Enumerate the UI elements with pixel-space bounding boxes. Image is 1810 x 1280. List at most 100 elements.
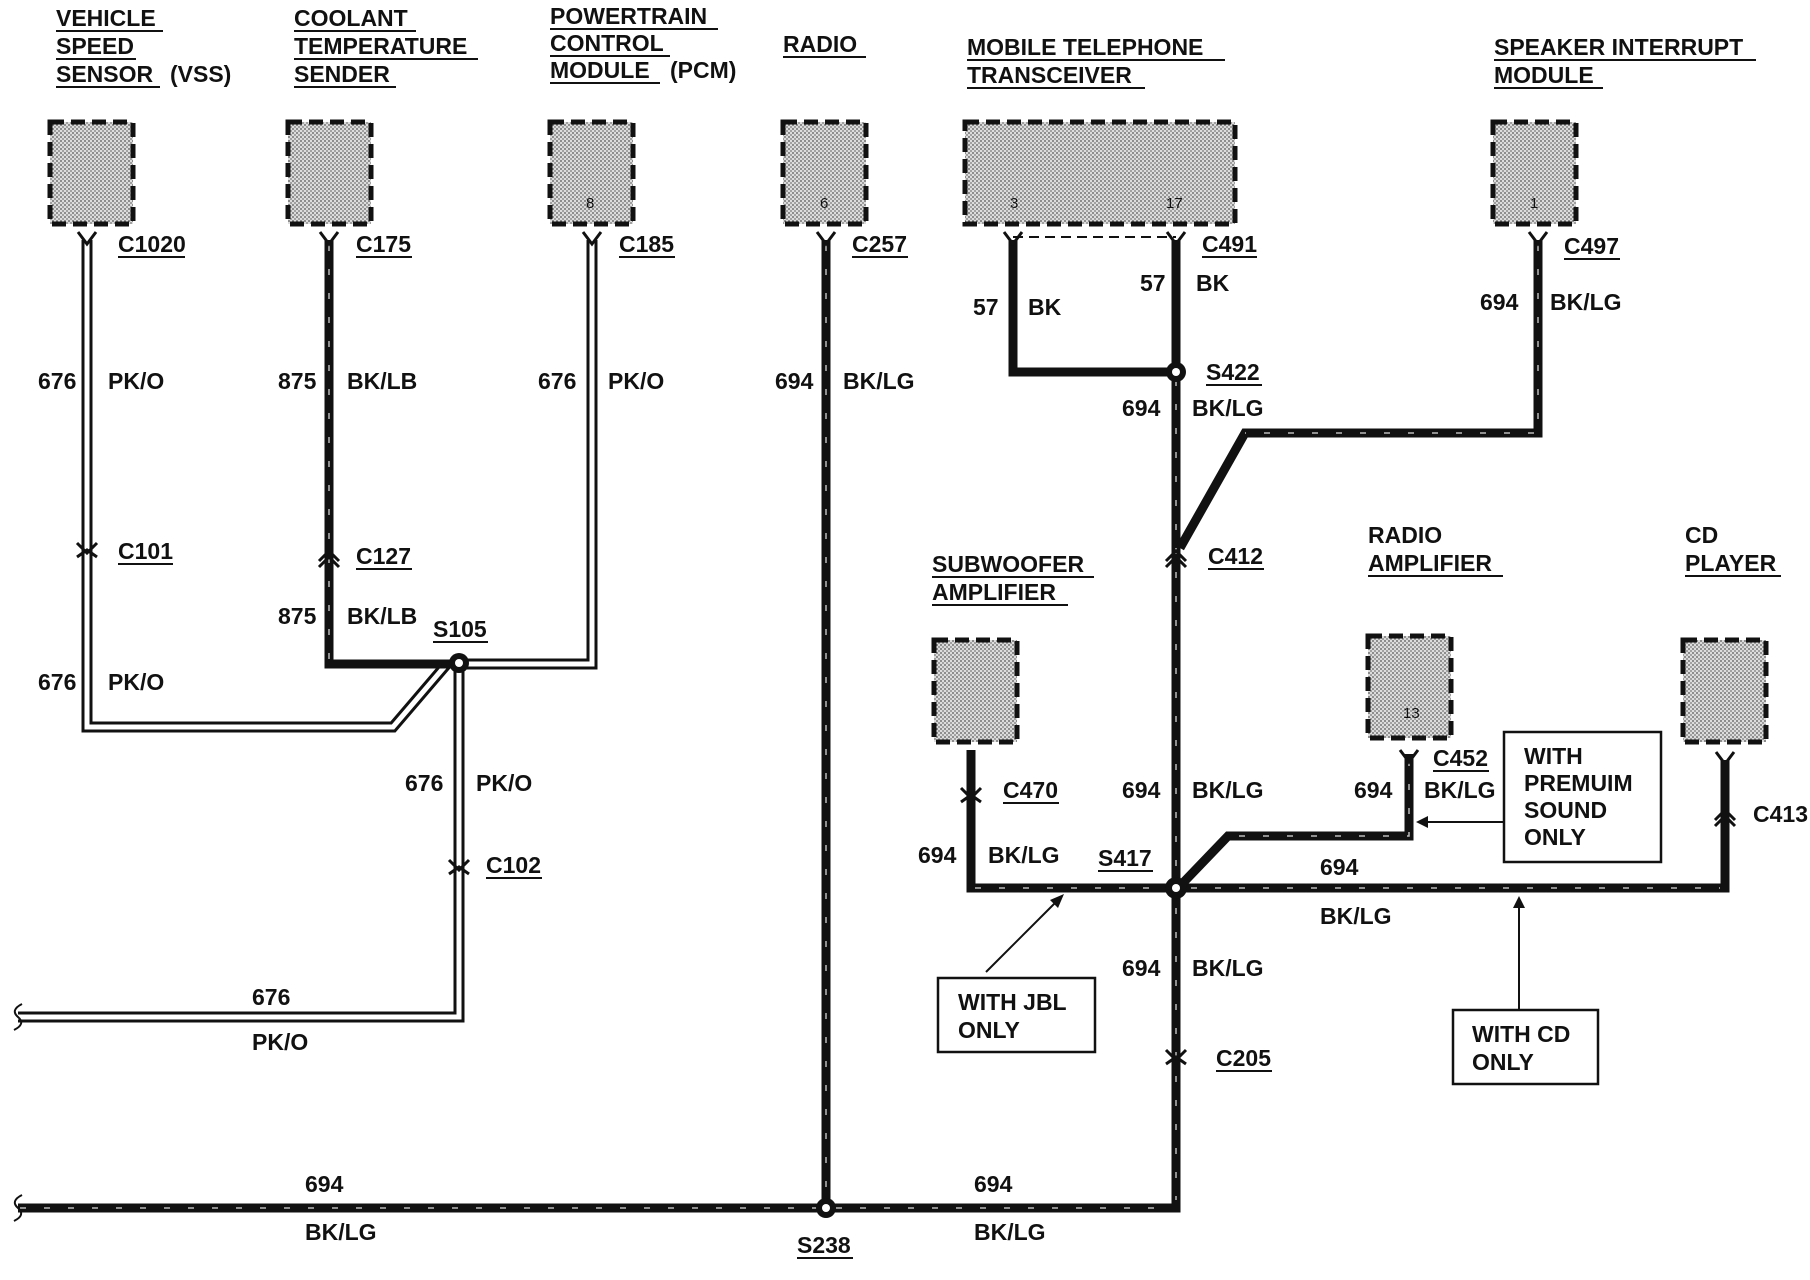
c452-symbol xyxy=(1398,749,1420,765)
bottom-right-wire-color: BK/LG xyxy=(974,1219,1046,1245)
pcm-title-3: MODULE xyxy=(550,57,650,83)
c412-wire-number: 694 xyxy=(1122,777,1161,803)
c413-label: C413 xyxy=(1753,801,1808,827)
vss-wire-number-2: 676 xyxy=(38,669,76,695)
vss-wire-number: 676 xyxy=(38,368,76,394)
c175-symbol xyxy=(318,231,340,247)
c497-label: C497 xyxy=(1564,233,1619,259)
wire-tracers xyxy=(20,245,1720,1209)
premium-note-line-3: SOUND xyxy=(1524,797,1607,823)
c452-label: C452 xyxy=(1433,745,1488,771)
c413-symbol xyxy=(1713,807,1737,828)
pcm-title-1: POWERTRAIN xyxy=(550,3,707,29)
speaker-title-2: MODULE xyxy=(1494,62,1594,88)
cd-title-1: CD xyxy=(1685,522,1718,548)
connector-symbols xyxy=(75,231,1737,1066)
c1020-label: C1020 xyxy=(118,231,186,257)
mobile-title-1: MOBILE TELEPHONE xyxy=(967,34,1203,60)
c491-label: C491 xyxy=(1202,231,1257,257)
jbl-note-box xyxy=(936,976,1097,1054)
pcm-pin: 8 xyxy=(586,195,594,212)
radio-amp-pin: 13 xyxy=(1403,705,1420,722)
s417-label: S417 xyxy=(1098,845,1152,871)
bottom-left-wire-number: 694 xyxy=(305,1171,344,1197)
coolant-title-1: COOLANT xyxy=(294,5,408,31)
s422-label: S422 xyxy=(1206,359,1260,385)
c412-wire-color: BK/LG xyxy=(1192,777,1264,803)
coolant-wire-color: BK/LB xyxy=(347,368,417,394)
vss-wire-color: PK/O xyxy=(108,368,164,394)
premium-note-line-1: WITH xyxy=(1524,743,1583,769)
s105-wire-number: 676 xyxy=(405,770,443,796)
vss-title-4: (VSS) xyxy=(170,61,231,87)
c205-symbol xyxy=(1164,1048,1188,1066)
c1020-symbol xyxy=(76,231,98,247)
c412-symbol xyxy=(1164,548,1188,569)
subwoofer-amp-component xyxy=(931,637,1020,745)
speaker-pin: 1 xyxy=(1530,195,1538,212)
mobile-telephone-component xyxy=(962,119,1238,227)
c185-symbol xyxy=(581,231,603,247)
mobile-wire-color-a: BK xyxy=(1028,294,1062,320)
coolant-title-2: TEMPERATURE xyxy=(294,33,467,59)
pcm-title-2: CONTROL xyxy=(550,30,664,56)
c205-label: C205 xyxy=(1216,1045,1271,1071)
subwoofer-title-1: SUBWOOFER xyxy=(932,551,1084,577)
cd-title-2: PLAYER xyxy=(1685,550,1777,576)
jbl-note-line-1: WITH JBL xyxy=(958,989,1067,1015)
wire-labels: 676 PK/O 676 PK/O 875 BK/LB 875 BK/LB 67… xyxy=(38,270,1622,1245)
pcm-wire-number: 676 xyxy=(538,368,576,394)
vss-wire-color-2: PK/O xyxy=(108,669,164,695)
cd-wire-number: 694 xyxy=(1320,854,1359,880)
c257-label: C257 xyxy=(852,231,907,257)
c102-symbol xyxy=(447,858,471,876)
c497-symbol xyxy=(1527,231,1549,247)
radio-amp-component xyxy=(1365,633,1454,741)
speaker-interrupt-component xyxy=(1490,119,1579,227)
s417-wire-number: 694 xyxy=(1122,955,1161,981)
c470-label: C470 xyxy=(1003,777,1058,803)
bottom-right-wire-number: 694 xyxy=(974,1171,1013,1197)
bottom-left-wire-color: BK/LG xyxy=(305,1219,377,1245)
coolant-title-3: SENDER xyxy=(294,61,390,87)
pcm-title-4: (PCM) xyxy=(670,57,736,83)
c412-label: C412 xyxy=(1208,543,1263,569)
note-boxes: WITH JBL ONLY WITH PREMUIM SOUND ONLY WI… xyxy=(936,730,1663,1086)
jbl-note-line-2: ONLY xyxy=(958,1017,1020,1043)
radio-amp-title-2: AMPLIFIER xyxy=(1368,550,1492,576)
radio-wire-color: BK/LG xyxy=(843,368,915,394)
cd-player-component xyxy=(1680,637,1769,745)
c127-symbol xyxy=(317,548,341,569)
coolant-wire-color-2: BK/LB xyxy=(347,603,417,629)
component-titles: VEHICLE SPEED SENSOR (VSS) COOLANT TEMPE… xyxy=(56,3,1781,606)
vss-title-1: VEHICLE xyxy=(56,5,156,31)
c491-symbol-b xyxy=(1165,231,1187,247)
bottom-pko-number: 676 xyxy=(252,984,290,1010)
c127-label: C127 xyxy=(356,543,411,569)
c470-symbol xyxy=(959,786,983,804)
cd-note-line-2: ONLY xyxy=(1472,1049,1534,1075)
c102-label: C102 xyxy=(486,852,541,878)
pcm-wire-color: PK/O xyxy=(608,368,664,394)
vss-component xyxy=(47,119,136,227)
cd-note-line-1: WITH CD xyxy=(1472,1021,1570,1047)
jbl-note-arrow xyxy=(985,897,1061,973)
radio-amp-title-1: RADIO xyxy=(1368,522,1442,548)
c257-symbol xyxy=(815,231,837,247)
s422-wire-number: 694 xyxy=(1122,395,1161,421)
premium-note-line-4: ONLY xyxy=(1524,824,1586,850)
c101-label: C101 xyxy=(118,538,173,564)
wire-57-bk xyxy=(1008,236,1181,377)
radio-pin: 6 xyxy=(820,195,828,212)
mobile-pin-b: 17 xyxy=(1166,195,1183,212)
c101-symbol xyxy=(75,541,99,559)
vss-title-3: SENSOR xyxy=(56,61,154,87)
cd-wire-color: BK/LG xyxy=(1320,903,1392,929)
c175-label: C175 xyxy=(356,231,411,257)
vss-title-2: SPEED xyxy=(56,33,134,59)
speaker-wire-color: BK/LG xyxy=(1550,289,1622,315)
c491-symbol-a xyxy=(1002,231,1024,247)
subwoofer-wire-number: 694 xyxy=(918,842,957,868)
pin-numbers: 8 6 3 17 1 13 xyxy=(586,195,1538,722)
